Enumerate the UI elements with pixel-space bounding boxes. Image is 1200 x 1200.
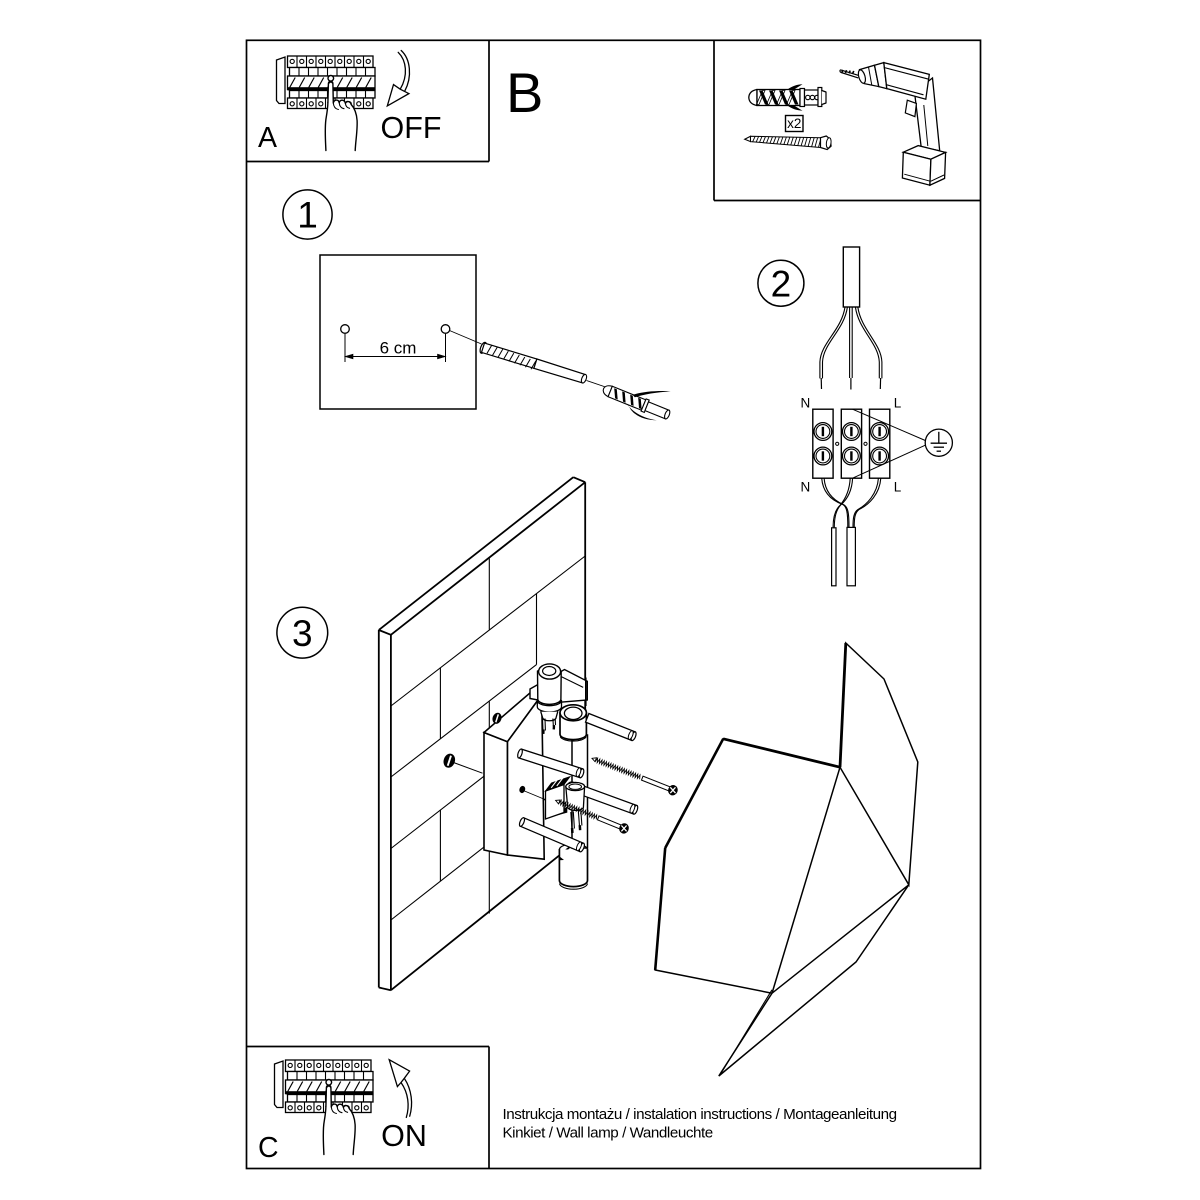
svg-text:ON: ON xyxy=(381,1119,427,1153)
svg-text:A: A xyxy=(258,122,277,154)
svg-text:N: N xyxy=(801,480,811,495)
svg-text:2: 2 xyxy=(771,264,792,305)
svg-text:OFF: OFF xyxy=(381,111,442,145)
svg-text:1: 1 xyxy=(297,195,318,236)
svg-text:3: 3 xyxy=(292,613,313,654)
svg-text:L: L xyxy=(894,480,902,495)
svg-text:L: L xyxy=(894,396,902,411)
svg-text:C: C xyxy=(258,1132,279,1164)
svg-text:x2: x2 xyxy=(787,116,801,131)
svg-text:Instrukcja montażu / instalati: Instrukcja montażu / instalation instruc… xyxy=(503,1106,897,1123)
svg-text:B: B xyxy=(506,61,543,124)
svg-text:N: N xyxy=(801,396,811,411)
svg-text:6 cm: 6 cm xyxy=(380,339,417,358)
svg-text:Kinkiet / Wall lamp / Wandleuc: Kinkiet / Wall lamp / Wandleuchte xyxy=(503,1125,713,1142)
